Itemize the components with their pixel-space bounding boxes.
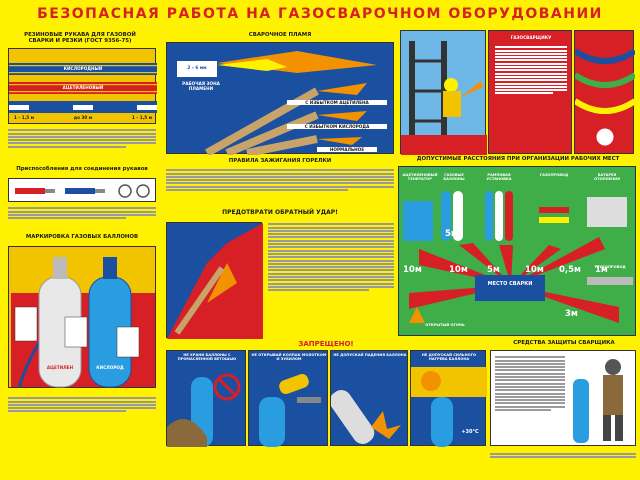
dist-3: 10м [449, 265, 468, 275]
hoses-title: РЕЗИНОВЫЕ РУКАВА ДЛЯ ГАЗОВОЙ СВАРКИ И РЕ… [24, 32, 136, 45]
welder-illustration [573, 359, 623, 443]
oxygen-cylinder-label: КИСЛОРОД [96, 365, 124, 370]
distances-illustration [403, 191, 633, 323]
backfire-illustration [166, 222, 263, 339]
dist-item-generator: АЦЕТИЛЕНОВЫЙ ГЕНЕРАТОР [402, 173, 438, 181]
connect-text [8, 206, 156, 220]
forbidden-3-label: НЕ ДОПУСКАЙ ПАДЕНИЯ БАЛЛОНА [333, 353, 407, 357]
dist-item-radiator: БАТАРЕЯ ОТОПЛЕНИЯ [594, 173, 620, 181]
acetylene-hose-label: АЦЕТИЛЕНОВЫЙ [62, 85, 104, 90]
cylinders-text [8, 396, 156, 414]
flame-oxygen-label: С ИЗБЫТКОМ КИСЛОРОДА [287, 124, 387, 129]
dist-1: 5м [445, 229, 458, 239]
height-panel [400, 30, 487, 155]
flame-normal-label: НОРМАЛЬНОЕ [317, 147, 377, 152]
forbidden-title: ЗАПРЕЩЕНО! [298, 340, 354, 348]
dist-5: 10м [525, 265, 544, 275]
acetylene-cylinder-label: АЦЕТИЛЕН [46, 365, 74, 370]
hoses-text [8, 128, 156, 149]
dist-item-pipeline: ГАЗОПРОВОД [539, 173, 569, 177]
forbidden-1-label: НЕ ХРАНИ БАЛЛОНЫ С ПРОМАСЛЕННОЙ ВЕТОШЬЮ [177, 353, 237, 361]
forbidden-2-label: НЕ ОТКРЫВАЙ КОЛПАК МОЛОТКОМ И ЗУБИЛОМ [251, 353, 327, 361]
forbidden-4: НЕ ДОПУСКАЙ СИЛЬНОГО НАГРЕВА БАЛЛОНА +30… [410, 350, 487, 447]
flame-zone-label: РАБОЧАЯ ЗОНА ПЛАМЕНИ [182, 81, 220, 91]
dist-6: 0,5м [559, 265, 582, 275]
forbidden-4-label: НЕ ДОПУСКАЙ СИЛЬНОГО НАГРЕВА БАЛЛОНА [421, 353, 477, 361]
dist-4: 5м [487, 265, 500, 275]
forbidden-temp-label: +30°С [461, 429, 479, 435]
connector-illustration [15, 184, 150, 198]
flame-panel: 2 – 6 мм РАБОЧАЯ ЗОНА ПЛАМЕНИ С ИЗБЫТКОМ… [166, 42, 394, 157]
backfire-title: ПРЕДОТВРАТИ ОБРАТНЫЙ УДАР! [222, 209, 338, 216]
dist-fire-label: ОТКРЫТЫЙ ОГОНЬ [425, 323, 465, 327]
connect-title: Приспособления для соединения рукавов [16, 166, 148, 172]
dist-7: 1м [595, 265, 608, 275]
dist-8: 3м [565, 309, 578, 319]
distances-title: ДОПУСТИМЫЕ РАССТОЯНИЯ ПРИ ОРГАНИЗАЦИИ РА… [416, 156, 620, 162]
distances-panel: АЦЕТИЛЕНОВЫЙ ГЕНЕРАТОР ГАЗОВЫЕ БАЛЛОНЫ Р… [398, 166, 636, 336]
flame-range-label: 2 – 6 мм [187, 65, 207, 70]
connect-panel [8, 178, 156, 202]
flame-acetylene-label: С ИЗБЫТКОМ АЦЕТИЛЕНА [287, 100, 387, 105]
hose-sign-panel [573, 30, 637, 154]
dist-center-label: МЕСТО СВАРКИ [487, 281, 533, 287]
flame-title: СВАРОЧНОЕ ПЛАМЯ [248, 32, 312, 38]
forbidden-1: НЕ ХРАНИ БАЛЛОНЫ С ПРОМАСЛЕННОЙ ВЕТОШЬЮ [166, 350, 246, 447]
height-title: ГАЗОСВАРЩИКУ [510, 35, 552, 40]
ignition-title: ПРАВИЛА ЗАЖИГАНИЯ ГОРЕЛКИ [228, 158, 332, 164]
forbidden-2: НЕ ОТКРЫВАЙ КОЛПАК МОЛОТКОМ И ЗУБИЛОМ [248, 350, 328, 447]
flame-illustration [177, 51, 377, 157]
height-rules-panel: ГАЗОСВАРЩИКУ [488, 30, 572, 154]
cylinders-panel: АЦЕТИЛЕН КИСЛОРОД [8, 246, 156, 388]
dist-2: 10м [403, 265, 422, 275]
footer-imprint [490, 452, 636, 459]
protection-panel [490, 350, 636, 446]
hoses-panel: КИСЛОРОДНЫЙ АЦЕТИЛЕНОВЫЙ 1 – 1,5 м до 30… [8, 48, 157, 124]
cylinders-illustration [11, 257, 155, 388]
backfire-text [268, 222, 394, 293]
dist-item-ramp: РАМПОВАЯ УСТАНОВКА [486, 173, 512, 181]
dist-item-cylinders: ГАЗОВЫЕ БАЛЛОНЫ [443, 173, 465, 181]
hose-mark-1: 1 – 1,5 м [13, 115, 35, 120]
page-title: БЕЗОПАСНАЯ РАБОТА НА ГАЗОСВАРОЧНОМ ОБОРУ… [37, 6, 603, 22]
hose-mark-2: до 30 м [73, 115, 93, 120]
cylinders-title: МАРКИРОВКА ГАЗОВЫХ БАЛЛОНОВ [25, 234, 139, 240]
dist-pipe-label: ТРУБОПРОВОД [594, 265, 626, 269]
oxygen-hose-label: КИСЛОРОДНЫЙ [63, 66, 103, 71]
hoses-illustration [9, 63, 157, 113]
ignition-text [166, 168, 394, 192]
protection-title: СРЕДСТВА ЗАЩИТЫ СВАРЩИКА [513, 340, 615, 346]
forbidden-3: НЕ ДОПУСКАЙ ПАДЕНИЯ БАЛЛОНА [330, 350, 408, 446]
hose-mark-3: 1 – 1,5 м [131, 115, 153, 120]
